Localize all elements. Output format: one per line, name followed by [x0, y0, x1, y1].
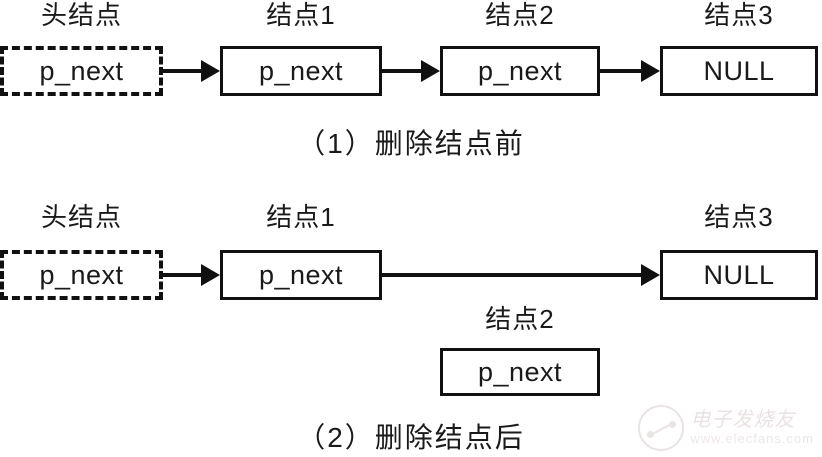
node-title-node3-before: 结点3 — [704, 0, 774, 30]
section-caption-after: （2）删除结点后 — [297, 422, 525, 453]
node-box-node3-before: NULL — [660, 46, 818, 96]
node-value-node3-before: NULL — [703, 55, 775, 86]
node-value-head-after: p_next — [39, 259, 124, 290]
node-box-head-after: p_next — [0, 250, 163, 300]
node-value-node3-after: NULL — [703, 259, 775, 290]
node-value-node1-after: p_next — [258, 259, 344, 290]
node-value-node1-before: p_next — [258, 55, 344, 86]
node-value-node2-detached: p_next — [477, 356, 563, 387]
node-value-node2-before: p_next — [477, 55, 563, 86]
node-title-node2-detached: 结点2 — [485, 304, 555, 334]
node-title-node2-before: 结点2 — [485, 0, 555, 30]
node-title-head-before: 头结点 — [40, 0, 122, 30]
node-box-node2-detached: p_next — [440, 348, 600, 396]
node-value-head-before: p_next — [39, 55, 124, 86]
node-title-node1-before: 结点1 — [266, 0, 336, 30]
node-box-head-before: p_next — [0, 46, 163, 96]
node-title-node1-after: 结点1 — [266, 202, 336, 232]
node-box-node1-before: p_next — [220, 46, 382, 96]
node-box-node3-after: NULL — [660, 250, 818, 300]
node-title-node3-after: 结点3 — [704, 202, 774, 232]
node-box-node1-after: p_next — [220, 250, 382, 300]
section-caption-before: （1）删除结点前 — [297, 128, 525, 159]
node-title-head-after: 头结点 — [40, 202, 122, 232]
node-box-node2-before: p_next — [440, 46, 600, 96]
